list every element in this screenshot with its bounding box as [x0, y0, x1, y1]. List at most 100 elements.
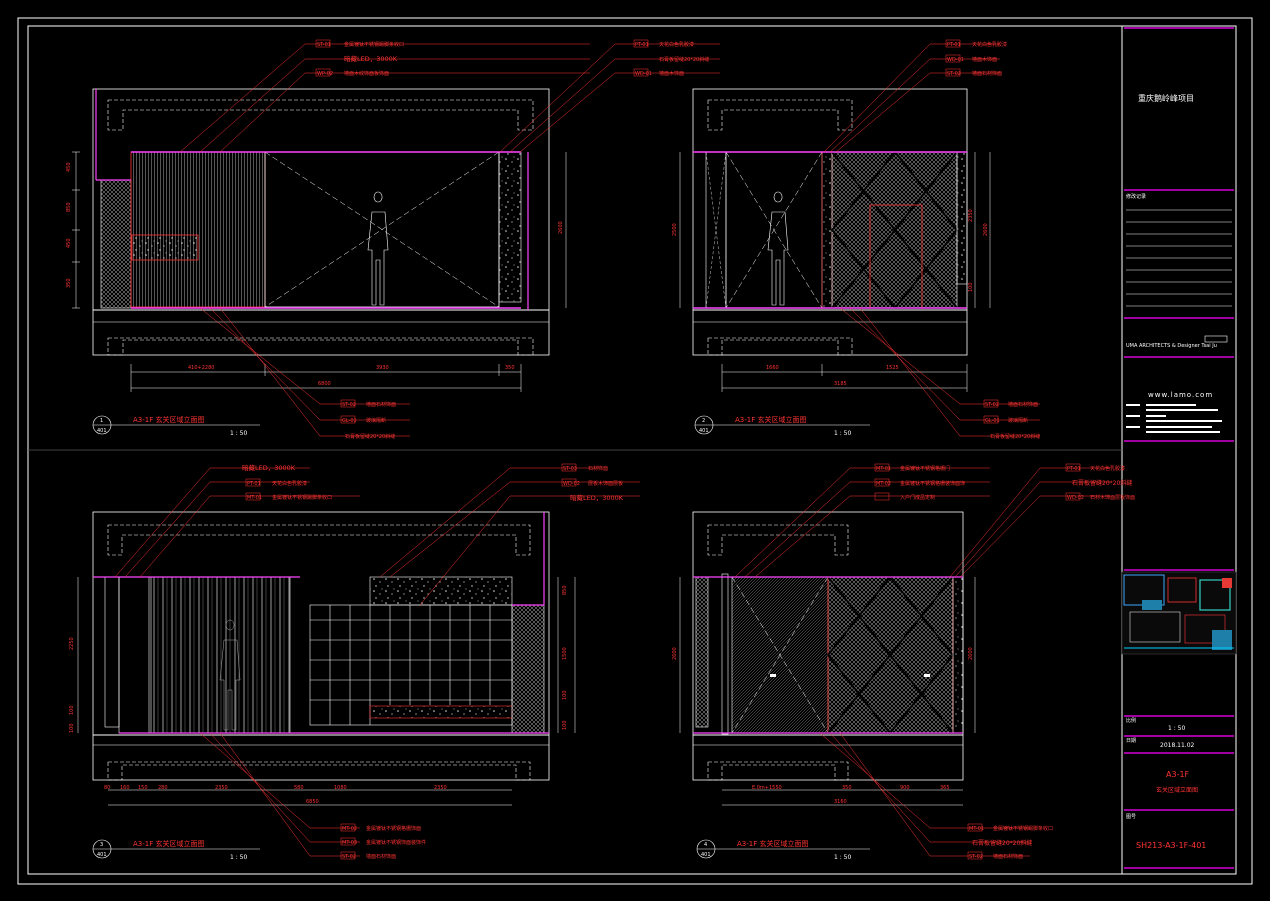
view-sheet: 401 [701, 852, 711, 858]
tag-text: 天花白色乳胶漆 [1090, 465, 1125, 472]
drawing-number: SH213-A3-1F-401 [1136, 841, 1206, 850]
website: www.lamo.com [1148, 391, 1213, 399]
dim-h1-1: 3930 [376, 365, 389, 371]
dim-v3-r1: 1500 [562, 647, 568, 660]
svg-text:PT-01: PT-01 [1067, 466, 1081, 472]
dim-h3-1: 160 [120, 785, 130, 791]
view-number: 2 [702, 418, 705, 424]
tag-text: 金属镀钛不锈钢格栅装饰面饰 [900, 480, 965, 487]
svg-text:PT-01: PT-01 [947, 42, 961, 48]
tag-text: 暗藏LED，3000K [242, 463, 296, 472]
dim-h3-2: 150 [138, 785, 148, 791]
tag-group-3: 暗藏LED，3000K PT-01 天花白色乳胶漆 MT-01 金属镀钛不锈钢踢… [242, 463, 624, 860]
scale-figure [367, 191, 389, 306]
tag-text: 墙面木饰面 [659, 70, 684, 77]
dim-v1-3: 350 [66, 278, 72, 288]
dim-v1-2: 450 [66, 238, 72, 248]
dim-h1-2: 350 [505, 365, 515, 371]
dim-h3-6: 1080 [334, 785, 347, 791]
view-sheet: 401 [97, 428, 107, 434]
dim-v3-r2: 100 [562, 690, 568, 700]
svg-text:GL-01: GL-01 [342, 418, 357, 424]
svg-text:GL-01: GL-01 [985, 418, 1000, 424]
tag-group-4: MT-01 金属镀钛不锈钢格栅门 MT-02 金属镀钛不锈钢格栅装饰面饰 入户门… [874, 463, 1135, 860]
dim-h4-0: E.0m+1550 [752, 785, 782, 791]
tag-text: 石材木饰面层板饰面 [1090, 494, 1135, 501]
svg-text:ST-02: ST-02 [947, 71, 961, 77]
scale-figure [219, 619, 241, 731]
dim-h3-4: 2350 [215, 785, 228, 791]
key-plan-thumbnail [1121, 571, 1237, 655]
svg-text:PT-01: PT-01 [635, 42, 649, 48]
tag-text: 层板木饰面层板 [588, 480, 623, 487]
view-title: A3-1F 玄关区域立面图 [133, 839, 204, 848]
tag-text: 墙面石材饰面 [366, 853, 396, 860]
tag-text: 石材饰面 [588, 465, 608, 472]
view-number: 4 [704, 842, 707, 848]
svg-text:WD-02: WD-02 [1067, 495, 1084, 501]
view-title: A3-1F 玄关区域立面图 [133, 415, 204, 424]
dim-h2-0: 1660 [766, 365, 779, 371]
svg-text:MT-02: MT-02 [342, 826, 357, 832]
tag-text: 金属镀钛不锈钢踢脚条收口 [993, 825, 1053, 832]
tag-text: 石膏板留缝20*20斜缝 [1072, 479, 1132, 487]
view-scale: 1 : 50 [834, 430, 851, 437]
elevation-view-3: 2250 100 100 850 1500 100 100 80 160 150… [69, 463, 640, 861]
view-title: A3-1F 玄关区域立面图 [735, 415, 806, 424]
dim-v4-r0: 2600 [968, 647, 974, 660]
view-scale: 1 : 50 [230, 430, 247, 437]
tag-text: 墙面石材饰面 [972, 70, 1002, 77]
tag-text: 石膏板留缝20*20斜缝 [345, 433, 395, 440]
tag-text: 墙面石材饰面 [993, 853, 1023, 860]
tag-text: 墙面石材饰面 [1008, 401, 1038, 408]
view-title: A3-1F 玄关区域立面图 [737, 839, 808, 848]
tag-text: 天花白色乳胶漆 [659, 41, 694, 48]
dim-h4-1: 350 [842, 785, 852, 791]
date-label: 日期 [1126, 738, 1136, 744]
revision-label: 修改记录 [1126, 193, 1146, 200]
tag-text: 金属镀钛不锈钢格栅门 [900, 465, 950, 472]
dim-h3-3: 280 [158, 785, 168, 791]
tag-text: 暗藏LED，3000K [570, 493, 624, 502]
dim-v3-r0: 850 [562, 585, 568, 595]
svg-text:ST-02: ST-02 [985, 402, 999, 408]
sheet-title-1: A3-1F [1166, 770, 1190, 779]
firm-line: UMA ARCHITECTS & Designer Tsai Ju [1126, 343, 1217, 349]
elevation-view-1: 450 850 450 350 2600 410+2280 3930 350 6… [66, 39, 720, 440]
tag-text: 金属镀钛不锈钢踢脚条收口 [344, 41, 404, 48]
svg-text:ST-03: ST-03 [563, 466, 577, 472]
dim-h3-0: 80 [104, 785, 110, 791]
svg-text:MT-03: MT-03 [342, 840, 357, 846]
tag-text: 墙面木饰面 [972, 56, 997, 63]
tag-text: 石膏板留缝20*20斜缝 [990, 433, 1040, 440]
tag-text: 天花白色乳胶漆 [972, 41, 1007, 48]
view-scale: 1 : 50 [834, 854, 851, 861]
svg-text:ST-02: ST-02 [342, 854, 356, 860]
tag-text: 天花白色乳胶漆 [272, 480, 307, 487]
drawing-no-label: 图号 [1126, 814, 1136, 820]
dim-h3-7: 2350 [434, 785, 447, 791]
tag-text: 玻璃隔断 [366, 417, 386, 424]
dim-v2-r2: 100 [968, 282, 974, 292]
outer-border [17, 17, 1253, 885]
dim-h1-0: 410+2280 [188, 365, 214, 371]
sheet-title-2: 玄关区域立面图 [1156, 786, 1198, 794]
svg-text:MT-01: MT-01 [247, 495, 262, 501]
dim-v3-2: 100 [69, 723, 75, 733]
dim-v2-0: 2500 [672, 223, 678, 236]
svg-text:ST-02: ST-02 [342, 402, 356, 408]
svg-text:ST-01: ST-01 [317, 42, 331, 48]
svg-text:WD-02: WD-02 [563, 481, 580, 487]
scale-value: 1 : 50 [1168, 725, 1185, 732]
dim-h4-2: 900 [900, 785, 910, 791]
dim-v3-0: 2250 [69, 637, 75, 650]
svg-text:WD-01: WD-01 [635, 71, 652, 77]
view-number: 3 [100, 842, 103, 848]
scale-label: 比例 [1126, 717, 1136, 724]
dim-v3-r3: 100 [562, 720, 568, 730]
dim-v1-1: 850 [66, 202, 72, 212]
dim-v4-0: 2600 [672, 647, 678, 660]
dim-v2-r0: 2350 [968, 209, 974, 222]
view-number: 1 [100, 418, 103, 424]
dim-h2-total: 3185 [834, 381, 847, 387]
